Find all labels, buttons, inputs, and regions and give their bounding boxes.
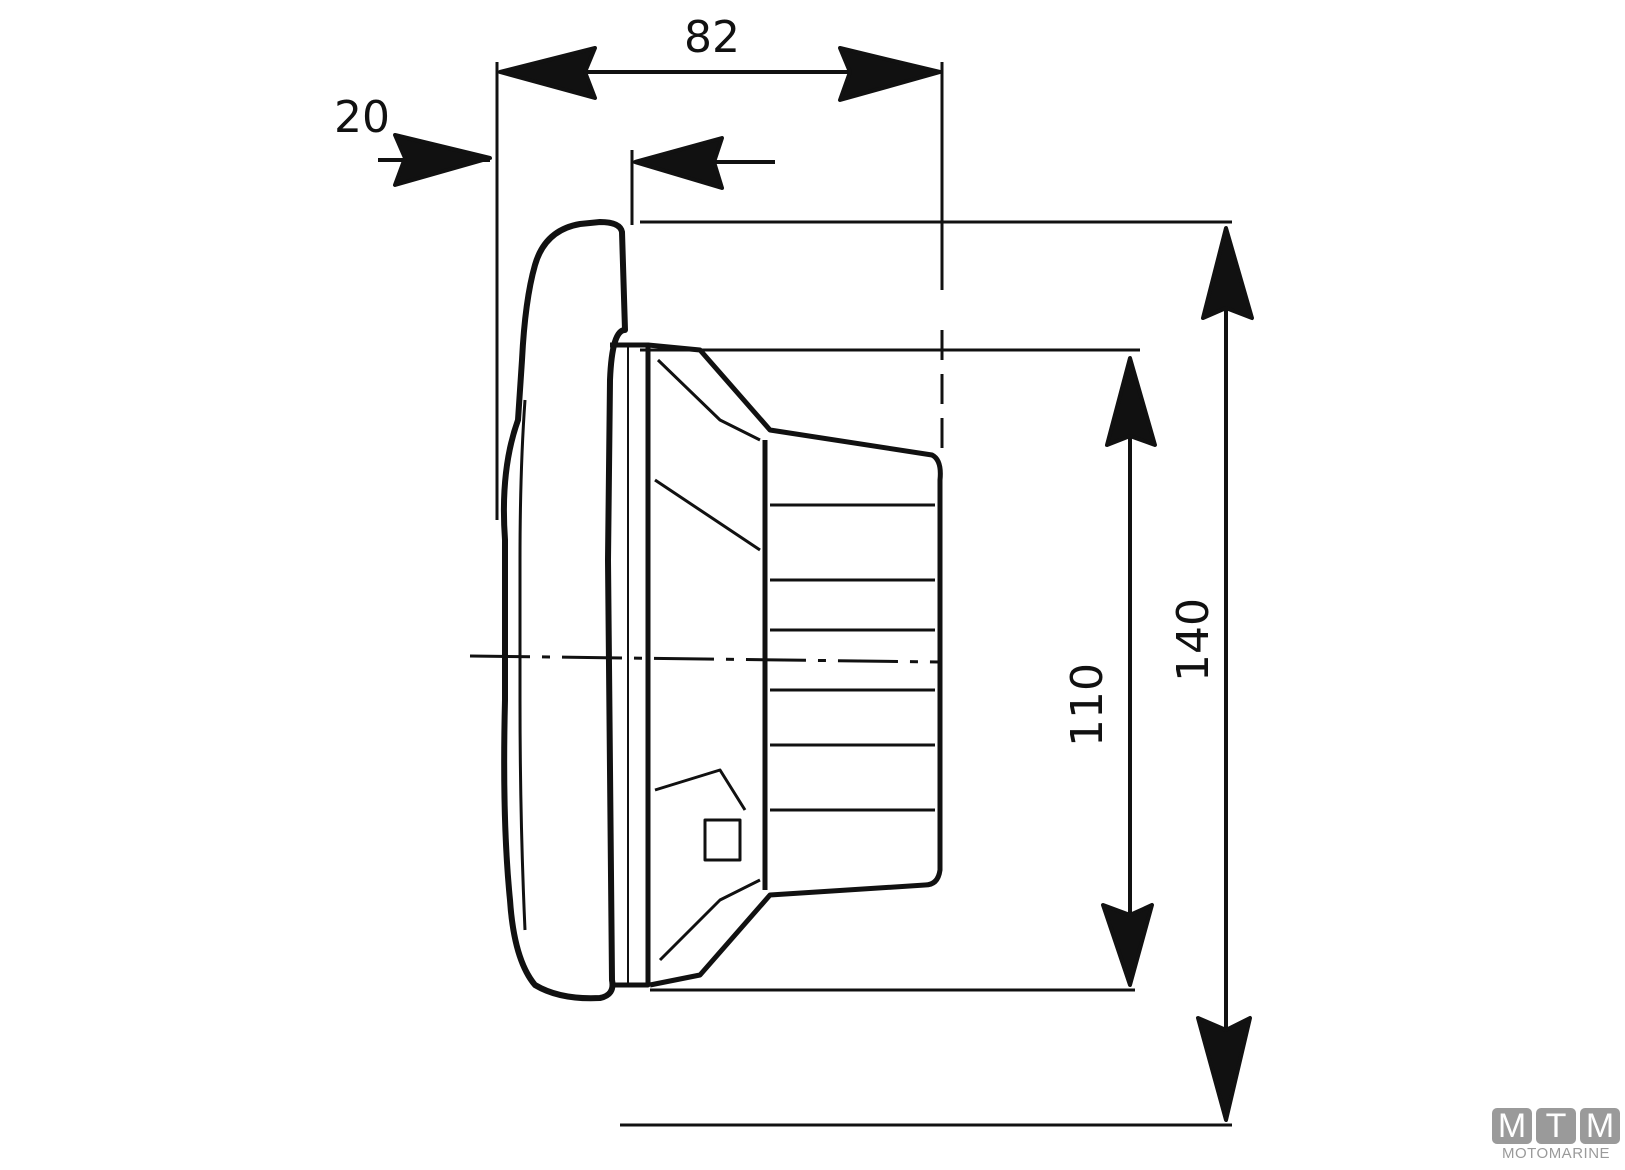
label-110: 110 <box>1062 663 1113 747</box>
logo-letter: M <box>1580 1108 1620 1144</box>
dimension-20 <box>378 133 775 190</box>
logo-letter: T <box>1536 1108 1576 1144</box>
centerline <box>469 654 941 664</box>
arrowhead-up <box>1201 226 1254 320</box>
arrowhead-down <box>1101 903 1154 987</box>
arrowhead-right <box>838 46 942 102</box>
logo-name: MOTOMARINE <box>1501 1145 1611 1162</box>
speaker-flange <box>610 342 651 988</box>
dimension-140 <box>1196 226 1254 1122</box>
logo-letter: M <box>1492 1108 1532 1144</box>
label-140: 140 <box>1168 598 1219 682</box>
extension-lines <box>495 62 1232 1127</box>
dimension-82 <box>498 46 942 102</box>
label-20: 20 <box>334 92 390 143</box>
arrowhead-left <box>633 136 724 190</box>
speaker-basket <box>647 342 943 988</box>
arrowhead-left <box>498 46 597 100</box>
speaker-bezel <box>500 219 628 1002</box>
motomarine-logo: M T M MOTOMARINE <box>1492 1108 1620 1162</box>
dimension-110 <box>1101 356 1157 987</box>
label-82: 82 <box>684 12 740 63</box>
arrowhead-right <box>393 133 492 187</box>
arrowhead-up <box>1105 356 1157 447</box>
arrowhead-down <box>1196 1016 1252 1122</box>
